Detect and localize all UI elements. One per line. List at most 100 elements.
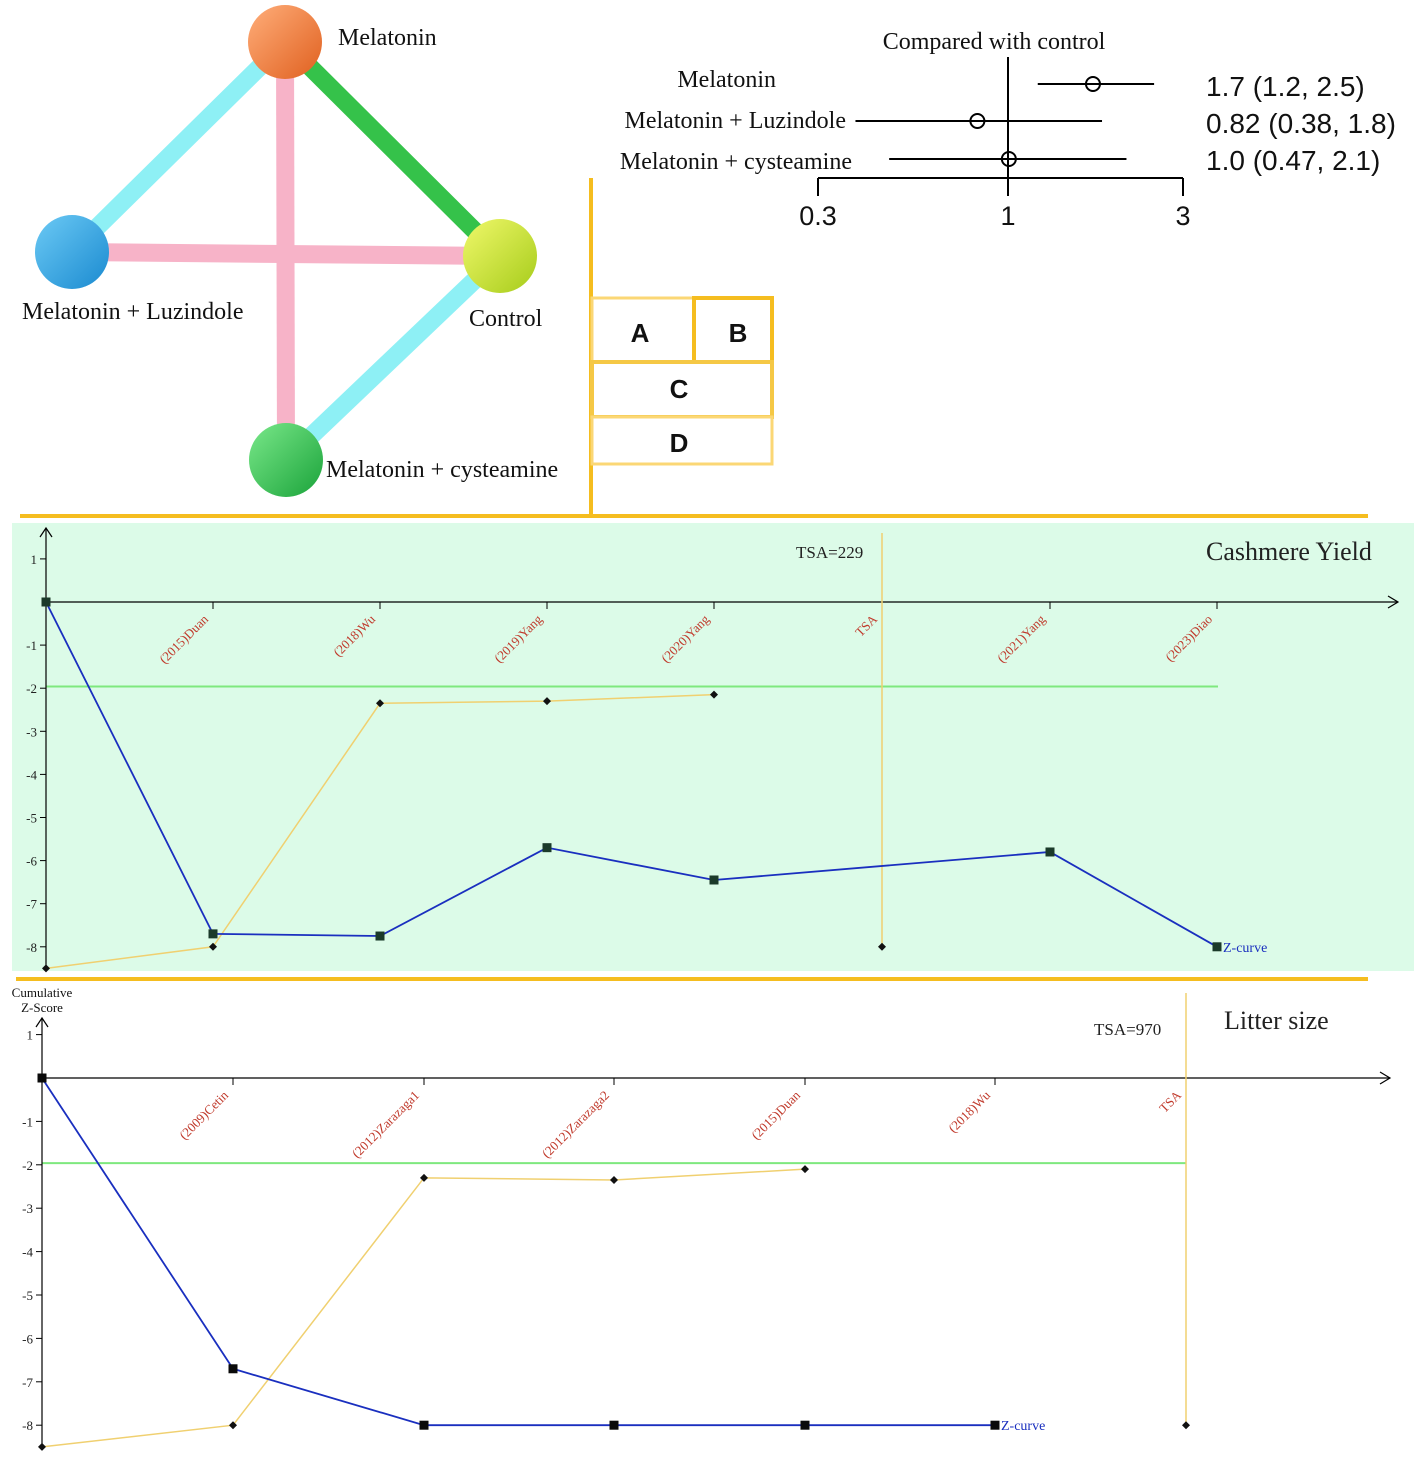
forest-row-estimate: 1.0 (0.47, 2.1) — [1206, 145, 1380, 176]
monitoring-boundary-point — [209, 942, 217, 951]
monitoring-boundary-point — [42, 964, 50, 973]
panel-key-b-box — [692, 296, 774, 364]
z-curve-point — [990, 1420, 1000, 1430]
z-curve-point — [800, 1420, 810, 1430]
node-luzindole — [35, 215, 109, 289]
forest-tick-label: 1 — [1000, 201, 1015, 231]
x-tick-label: (2012)Zarazaga1 — [349, 1088, 422, 1161]
x-tick-label: (2015)Duan — [748, 1087, 803, 1142]
tsa-panel-c-background — [12, 523, 1414, 971]
z-curve-point — [375, 931, 385, 941]
z-curve-point — [1045, 847, 1055, 857]
y-axis-label-line1: Cumulative — [12, 985, 73, 1000]
y-tick-label: -3 — [26, 724, 37, 739]
y-tick-label: -8 — [22, 1418, 33, 1433]
z-curve-line — [41, 1077, 995, 1427]
z-curve-point — [228, 1364, 238, 1374]
monitoring-boundary-point — [376, 699, 384, 708]
panel-key-b: B — [729, 318, 748, 348]
tsa-sample-size-label: TSA=229 — [796, 543, 863, 562]
node-cysteamine — [249, 423, 323, 497]
y-tick-label: 1 — [31, 552, 38, 567]
network-diagram: Melatonin Melatonin + Luzindole Control … — [22, 5, 558, 497]
monitoring-boundary-point — [543, 697, 551, 706]
panel-key-c-box — [590, 360, 774, 419]
x-axis-arrow — [1379, 1071, 1392, 1085]
x-tick-label: TSA — [1156, 1087, 1184, 1115]
y-tick-label: -3 — [22, 1201, 33, 1216]
z-curve-point — [41, 597, 51, 607]
panel-key: A B C D — [590, 296, 774, 466]
tsa-chart-litter-size: 1-1-2-3-4-5-6-7-8(2009)Cetin(2012)Zaraza… — [12, 985, 1392, 1451]
panel-key-c: C — [670, 374, 689, 404]
monitoring-boundary-point — [420, 1173, 428, 1182]
chart-title: Litter size — [1224, 1006, 1329, 1035]
y-axis-arrow — [35, 1016, 49, 1028]
z-curve-label: Z-curve — [1223, 941, 1267, 956]
z-curve-point — [542, 843, 552, 853]
y-tick-label: 1 — [27, 1028, 34, 1043]
forest-marks — [855, 76, 1155, 167]
tsa-boundary-marker — [878, 942, 886, 951]
y-tick-label: -5 — [26, 811, 37, 826]
forest-title: Compared with control — [883, 29, 1106, 55]
y-axis-arrow — [39, 526, 53, 538]
panel-key-d: D — [670, 428, 689, 458]
node-control — [463, 219, 537, 293]
tsa-boundary-marker — [1182, 1421, 1190, 1430]
monitoring-boundary-point — [801, 1165, 809, 1174]
monitoring-boundary-point — [38, 1442, 46, 1451]
y-tick-label: -7 — [22, 1375, 33, 1390]
node-label-luzindole: Melatonin + Luzindole — [22, 299, 243, 325]
edge-luzindole-control — [71, 243, 501, 265]
edge-melatonin-luzindole — [65, 35, 292, 259]
y-tick-label: -6 — [26, 854, 37, 869]
z-curve-point — [37, 1073, 47, 1083]
y-tick-label: -5 — [22, 1288, 33, 1303]
z-curve-point — [419, 1420, 429, 1430]
z-curve-label: Z-curve — [1001, 1419, 1045, 1434]
y-tick-label: -2 — [22, 1158, 33, 1173]
forest-row-label: Melatonin + Luzindole — [625, 108, 846, 134]
z-curve-point — [609, 1420, 619, 1430]
y-tick-label: -4 — [26, 767, 37, 782]
panel-key-d-box — [590, 415, 774, 466]
y-tick-label: -1 — [22, 1114, 33, 1129]
forest-plot: Compared with control 0.3 1 3 Melatonin … — [620, 29, 1396, 231]
node-label-melatonin: Melatonin — [338, 25, 437, 51]
x-tick-label: (2009)Cetin — [176, 1087, 231, 1142]
forest-point-estimate — [969, 113, 986, 129]
x-tick-label: (2012)Zarazaga2 — [539, 1088, 612, 1161]
node-label-control: Control — [469, 306, 543, 332]
forest-row-label: Melatonin — [677, 67, 776, 93]
forest-point-estimate — [1000, 151, 1017, 167]
forest-row-estimate: 0.82 (0.38, 1.8) — [1206, 108, 1396, 139]
panel-key-a: A — [631, 318, 650, 348]
tsa-sample-size-label: TSA=970 — [1094, 1020, 1161, 1039]
edge-melatonin-control — [278, 35, 507, 263]
y-tick-label: -1 — [26, 638, 37, 653]
chart-title: Cashmere Yield — [1206, 537, 1372, 566]
x-axis-arrow — [1387, 595, 1400, 609]
monitoring-boundary-point — [710, 690, 718, 699]
z-curve-point — [709, 875, 719, 885]
panel-key-a-box — [590, 296, 696, 364]
y-axis-label-line2: Z-Score — [21, 1000, 63, 1015]
z-curve-point — [208, 929, 218, 939]
tsa-chart-cashmere-yield: 1-1-2-3-4-5-6-7-8(2015)Duan(2018)Wu(2019… — [26, 526, 1400, 973]
edge-cysteamine-control — [279, 249, 507, 467]
forest-row-estimate: 1.7 (1.2, 2.5) — [1206, 71, 1365, 102]
forest-tick-label: 0.3 — [799, 201, 837, 231]
forest-row-label: Melatonin + cysteamine — [620, 149, 852, 175]
y-tick-label: -8 — [26, 940, 37, 955]
monitoring-boundary-point — [229, 1421, 237, 1430]
monitoring-boundary-line — [41, 1168, 806, 1448]
monitoring-boundary-point — [610, 1175, 618, 1184]
node-melatonin — [248, 5, 322, 79]
y-tick-label: -4 — [22, 1245, 33, 1260]
forest-point-estimate — [1084, 76, 1101, 92]
x-tick-label: (2018)Wu — [945, 1087, 993, 1135]
z-curve-point — [1212, 942, 1222, 952]
forest-tick-label: 3 — [1175, 201, 1190, 231]
